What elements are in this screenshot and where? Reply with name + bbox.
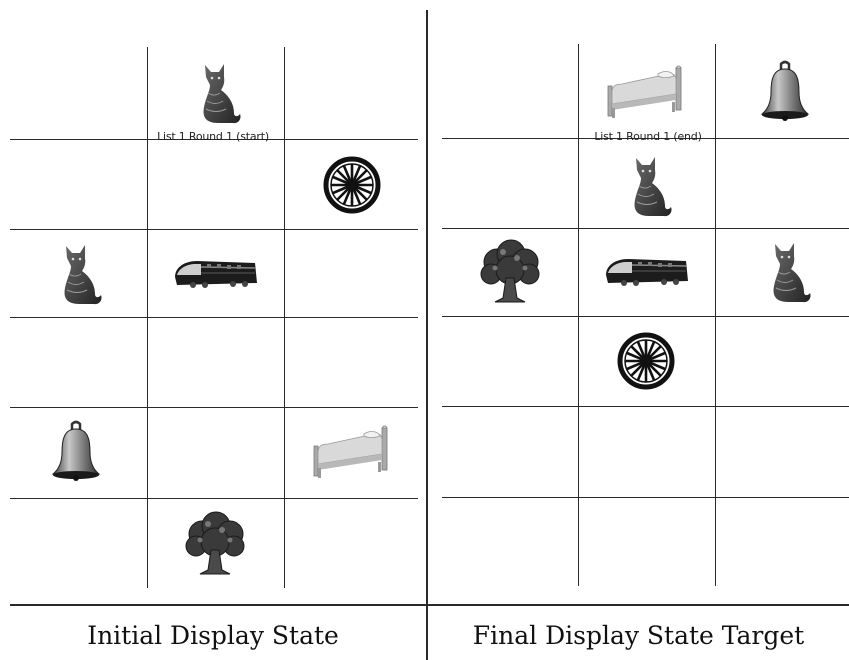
center-divider xyxy=(426,10,428,660)
grid-vline xyxy=(715,44,716,586)
grid-hline xyxy=(442,138,849,139)
train-icon xyxy=(600,236,692,306)
cat-icon xyxy=(41,238,111,308)
initial-display-panel: List 1 Round 1 (start) xyxy=(0,0,426,605)
grid-hline xyxy=(442,406,849,407)
tree-icon xyxy=(475,236,545,306)
grid-hline xyxy=(10,407,418,408)
train-icon xyxy=(169,238,261,308)
wheel-icon xyxy=(317,150,387,220)
bed-icon xyxy=(604,57,688,127)
bell-icon xyxy=(41,417,111,487)
grid-hline xyxy=(10,317,418,318)
grid-hline xyxy=(10,229,418,230)
grid-hline xyxy=(442,497,849,498)
grid-vline xyxy=(578,44,579,586)
grid-hline xyxy=(10,498,418,499)
bed-icon xyxy=(310,417,394,487)
grid-hline xyxy=(10,139,418,140)
final-round-label: List 1 Round 1 (end) xyxy=(594,130,702,143)
cat-icon xyxy=(750,236,820,306)
cat-icon xyxy=(611,150,681,220)
cat-icon xyxy=(180,57,250,127)
grid-hline xyxy=(442,316,849,317)
final-display-panel: List 1 Round 1 (end) xyxy=(428,0,849,605)
caption-divider xyxy=(10,604,849,606)
grid-hline xyxy=(442,228,849,229)
bell-icon xyxy=(750,57,820,127)
initial-round-label: List 1 Round 1 (start) xyxy=(157,130,269,143)
wheel-icon xyxy=(611,326,681,396)
final-caption: Final Display State Target xyxy=(472,620,805,650)
initial-caption: Initial Display State xyxy=(87,620,339,650)
tree-icon xyxy=(180,508,250,578)
